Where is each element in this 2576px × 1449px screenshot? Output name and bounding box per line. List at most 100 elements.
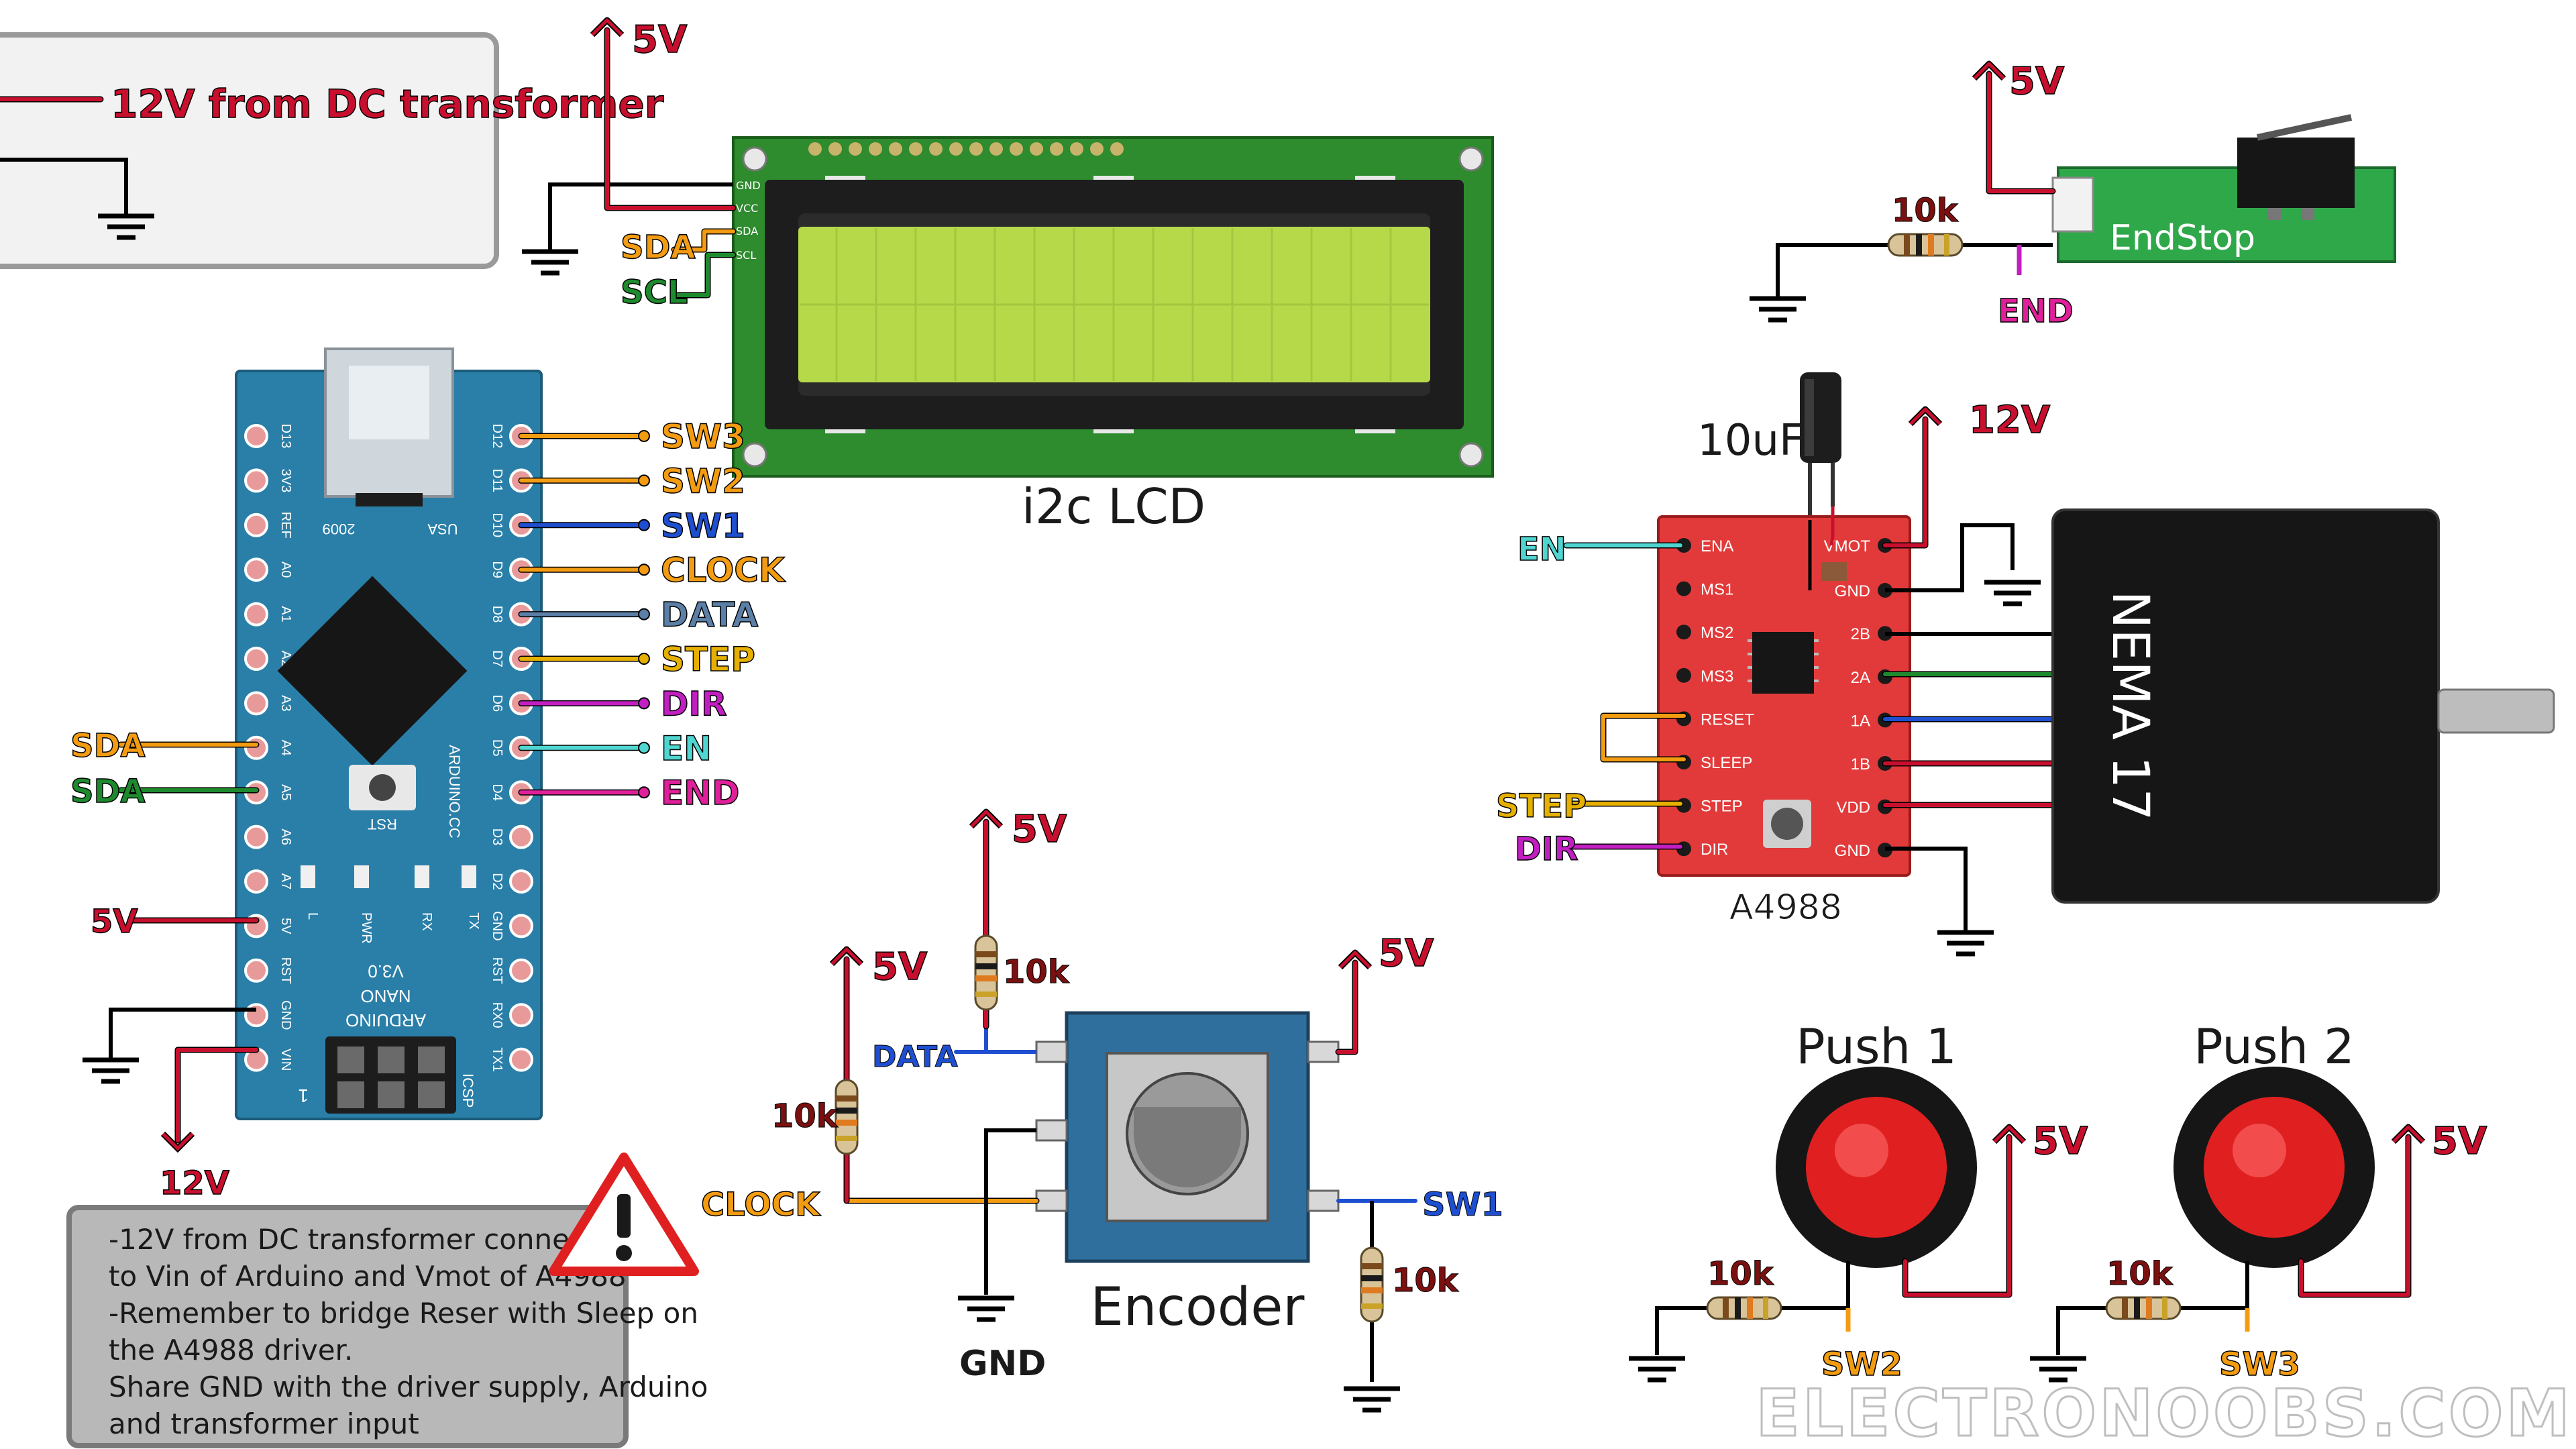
note-box: -12V from DC transformer connected to Vi… — [66, 1152, 708, 1448]
nano-pin-label: D3 — [490, 828, 504, 846]
encoder-5v-c: 5V — [1379, 932, 1434, 975]
icsp-header: ICSP 1 — [298, 1036, 476, 1114]
nano-pin-label: A7 — [278, 873, 293, 890]
nano-pin-label: RX0 — [490, 1002, 504, 1028]
driver-pin-label: STEP — [1701, 798, 1743, 816]
driver-pin-label: 1B — [1851, 755, 1870, 773]
endstop-switch: EndStop 5V 10k END — [1750, 59, 2396, 331]
driver-pins: ENAMS1MS2MS3RESETSLEEPSTEPDIRVMOTGND2B2A… — [1676, 537, 1892, 860]
nano-led-rx: RX — [419, 912, 434, 931]
nano-pin-rst — [509, 958, 533, 983]
motor-label: NEMA 17 — [2101, 590, 2161, 820]
nano-pin-label: 3V3 — [278, 469, 293, 493]
encoder-gnd-label: GND — [959, 1344, 1046, 1384]
lcd-pin-sda: SDA — [736, 225, 758, 237]
nano-pin-label: REF — [278, 512, 293, 539]
nano-pin-label: D6 — [490, 695, 504, 712]
push-button-2: Push 2 5V 10k SW3 — [2030, 1018, 2488, 1384]
driver-pin-ms3 — [1676, 667, 1691, 683]
nano-pin-tx1 — [509, 1047, 533, 1072]
driver-pin-label: SLEEP — [1701, 754, 1752, 772]
encoder-wires: DATA 5V 10k CLOCK 5V 10k GND 5V SW1 10k — [700, 807, 1503, 1410]
driver-pin-ena — [1676, 538, 1691, 553]
driver-pin-ms2 — [1676, 625, 1691, 640]
nano-led-tx: TX — [466, 912, 481, 930]
note-line-5: Share GND with the driver supply, Arduin… — [109, 1371, 708, 1403]
driver-pin-label: DIR — [1701, 841, 1728, 859]
nano-pin-label: GND — [278, 1000, 293, 1030]
nano-pin-label: GND — [490, 911, 504, 941]
legend-box: 12V from DC transformer — [0, 32, 664, 269]
nano-model-2: NANO — [360, 986, 411, 1006]
nano-pin-label: D12 — [490, 424, 504, 449]
legend-red-label: 12V from DC transformer — [111, 81, 664, 127]
push2-label: Push 2 — [2194, 1018, 2355, 1075]
nano-pin-label: A6 — [278, 828, 293, 845]
push1-resistor: 10k — [1707, 1255, 1774, 1293]
driver-pin-label: 2A — [1851, 669, 1870, 687]
nano-pin-ref — [244, 513, 268, 537]
nano-pin-a0 — [244, 557, 268, 582]
arduino-wires: SDA SDA 5V 12V SW3SW2SW1CLOCKDATASTEPDIR… — [70, 417, 786, 1203]
nano-pin-label: A3 — [278, 695, 293, 711]
nano-usa: USA — [427, 521, 458, 537]
encoder-r-data: 10k — [1003, 953, 1070, 991]
nano-signal-sw1: SW1 — [661, 506, 745, 545]
nano-pin-a4 — [244, 735, 268, 760]
lcd-scl-label: SCL — [621, 274, 688, 311]
warning-icon — [549, 1152, 699, 1276]
note-line-4: the A4988 driver. — [109, 1334, 353, 1366]
nano-pin-label: D5 — [490, 739, 504, 757]
encoder-clock-label: CLOCK — [701, 1186, 821, 1224]
push1-5v: 5V — [2033, 1120, 2088, 1163]
lcd-title: i2c LCD — [1022, 478, 1205, 535]
encoder-label: Encoder — [1091, 1277, 1305, 1338]
driver-pin-label: MS2 — [1701, 624, 1733, 642]
nano-pin-label: A4 — [278, 740, 293, 756]
nano-pin-label: TX1 — [490, 1047, 504, 1072]
nano-pin-label: RST — [490, 957, 504, 984]
nano-signal-dir: DIR — [661, 684, 727, 723]
nano-pin-label: RST — [278, 957, 293, 984]
push2-signal: SW3 — [2219, 1346, 2300, 1383]
lcd-wires: 5V SDA SCL — [522, 18, 737, 312]
driver-12v: 12V — [1969, 398, 2051, 442]
rotary-encoder: Encoder — [1035, 1011, 1340, 1338]
nano-signal-end: END — [661, 773, 740, 812]
nano-pin-d2 — [509, 869, 533, 894]
nano-5v-label: 5V — [91, 903, 138, 941]
endstop-resistor: 10k — [1892, 192, 1959, 229]
driver-dir-label: DIR — [1515, 830, 1578, 868]
nano-pin-a7 — [244, 869, 268, 894]
watermark: ELECTRONOOBS.COM — [1756, 1376, 2573, 1449]
nano-pin-label: D4 — [490, 784, 504, 801]
nano-led-l: L — [305, 912, 320, 920]
encoder-r-clock: 10k — [771, 1097, 839, 1135]
driver-pin-label: MS3 — [1701, 667, 1733, 686]
lcd-pin-scl: SCL — [736, 249, 756, 262]
note-line-6: and transformer input — [109, 1407, 419, 1440]
nano-pin-a6 — [244, 824, 268, 849]
driver-step-label: STEP — [1496, 788, 1587, 825]
nano-pin-a2 — [244, 647, 268, 671]
driver-pin-label: 2B — [1851, 625, 1870, 643]
note-line-2: to Vin of Arduino and Vmot of A4988 — [109, 1260, 627, 1293]
nano-pin-label: 5V — [278, 918, 293, 934]
driver-pin-label: GND — [1835, 842, 1870, 860]
driver-pin-label: MS1 — [1701, 581, 1733, 599]
endstop-label: EndStop — [2110, 218, 2255, 258]
push1-label: Push 1 — [1796, 1018, 1957, 1075]
driver-pin-label: ENA — [1701, 537, 1733, 555]
driver-pin-label: GND — [1835, 582, 1870, 600]
encoder-sw-label: SW1 — [1422, 1186, 1503, 1224]
nano-pin-d3 — [509, 824, 533, 849]
nano-pin-a3 — [244, 691, 268, 716]
nano-pin-label: A0 — [278, 561, 293, 578]
nano-signal-data: DATA — [661, 596, 759, 635]
lcd-module: GND VCC SDA SCL i2c LCD — [732, 136, 1494, 535]
nano-pin-label: D8 — [490, 606, 504, 623]
nano-pin-label: VIN — [278, 1049, 293, 1071]
lcd-sda-label: SDA — [621, 229, 696, 266]
